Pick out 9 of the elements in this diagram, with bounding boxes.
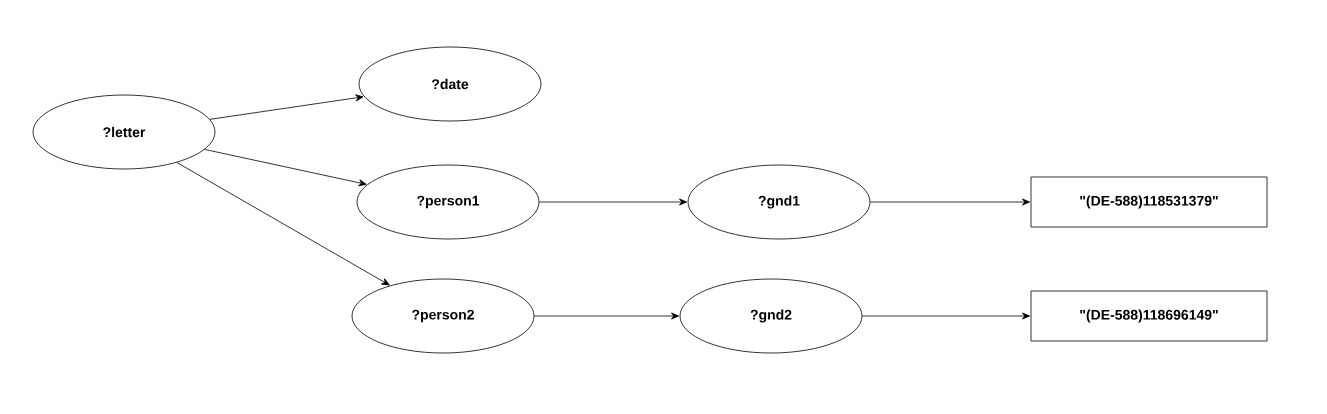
arrow xyxy=(862,312,1030,320)
arrow xyxy=(209,94,364,120)
literal-box: "(DE-588)118531379" xyxy=(1030,176,1268,228)
arrow xyxy=(534,312,679,320)
arrow xyxy=(204,149,367,187)
literal-box: "(DE-588)118696149" xyxy=(1030,290,1268,342)
arrow xyxy=(539,198,687,206)
arrow xyxy=(176,162,390,286)
arrow xyxy=(870,198,1030,206)
